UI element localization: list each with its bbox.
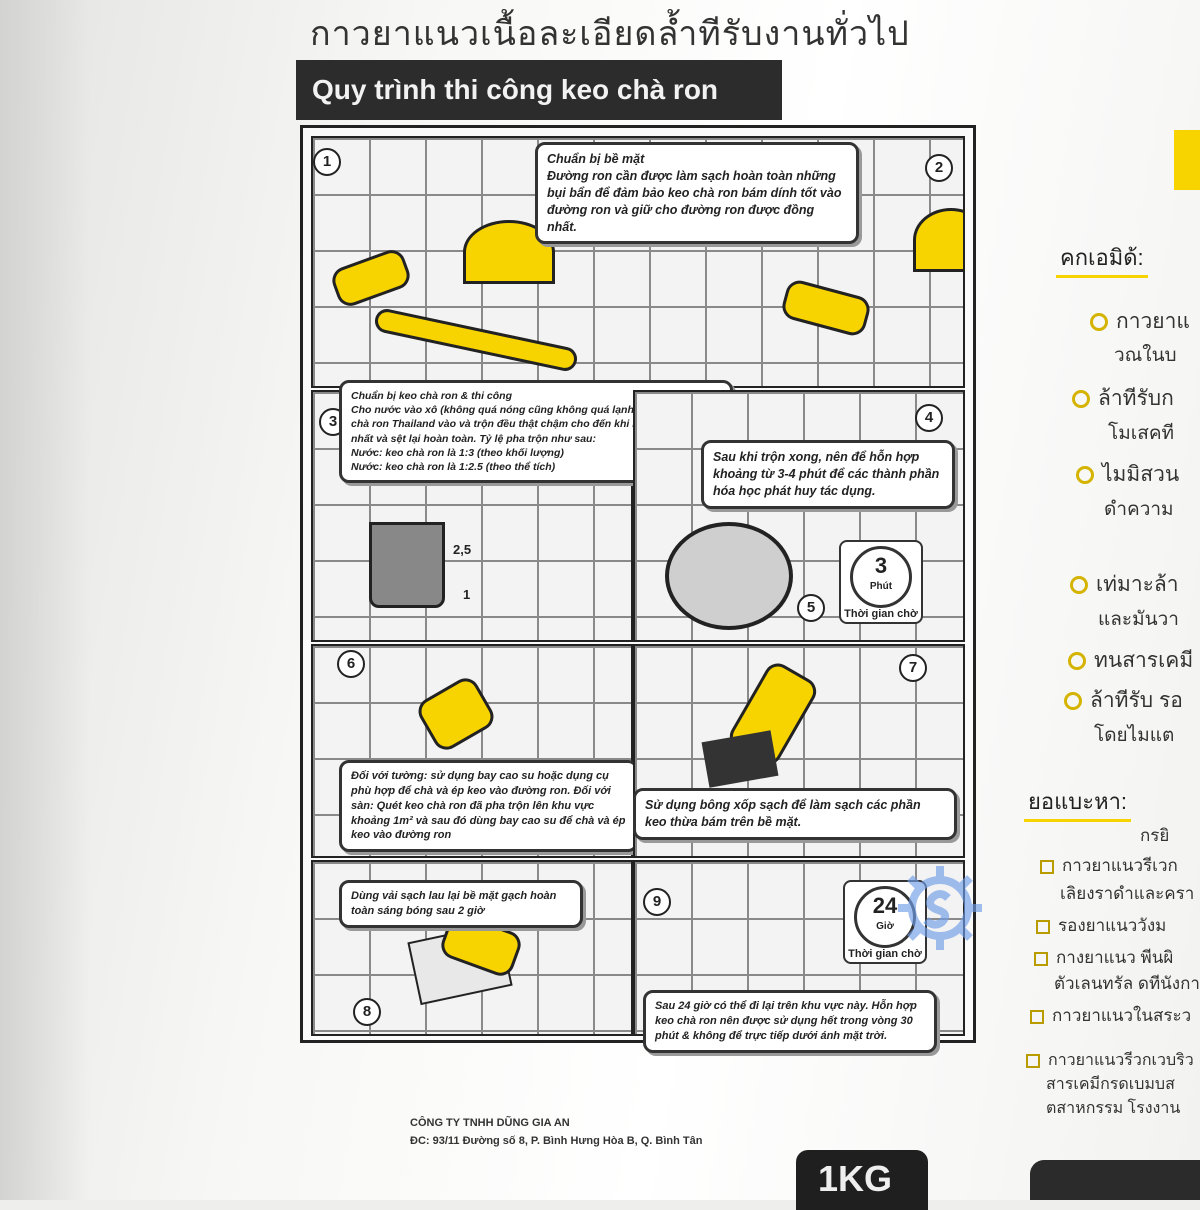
application-1-text: กาวยาแนวรีเวก [1062, 856, 1178, 875]
step-7-text: Sử dụng bông xốp sạch để làm sạch các ph… [645, 798, 921, 829]
feature-4-cont: และมันวา [1098, 609, 1179, 630]
bullet-icon [1090, 313, 1108, 332]
feature-3: ไมมิสวน [1076, 458, 1179, 491]
clock-value-24: 24 [872, 893, 898, 918]
application-1: กาวยาแนวรีเวก [1040, 852, 1178, 879]
mixing-bucket-top [665, 522, 793, 630]
feature-1: กาวยาแ [1090, 305, 1190, 338]
applications-subheading: กรยิ [1140, 826, 1170, 845]
step-number-9: 9 [643, 888, 671, 916]
side-accent-block [1174, 130, 1200, 190]
bullet-icon [1064, 692, 1082, 711]
step-4-text: Sau khi trộn xong, nên để hỗn hợp khoảng… [713, 450, 940, 498]
feature-5: ทนสารเคมี [1068, 644, 1193, 677]
clock-dial-3: 3 Phút [850, 546, 912, 608]
step-number-2: 2 [925, 154, 953, 182]
step-9-bubble: Sau 24 giờ có thể đi lại trên khu vực nà… [643, 990, 937, 1053]
step-1-bubble: Chuẩn bị bề mặt Đường ron cần được làm s… [535, 142, 859, 245]
feature-6-text: ล้าทีรับ รอ [1090, 689, 1183, 712]
instruction-grid: 1 2 Chuẩn bị bề mặt Đường ron cần được l… [300, 125, 976, 1053]
step-number-8: 8 [353, 998, 381, 1026]
feature-1-text: กาวยาแ [1116, 310, 1190, 333]
step-number-5: 5 [797, 594, 825, 622]
step-8-bubble: Dùng vải sạch lau lại bề mặt gạch hoàn t… [339, 880, 583, 928]
bullet-square-icon [1036, 919, 1050, 934]
wait-timer-3min: 3 Phút Thời gian chờ [839, 540, 923, 624]
feature-1-cont: วณในบ [1114, 345, 1177, 366]
feature-6: ล้าทีรับ รอ [1064, 684, 1183, 717]
features-heading: คกเอมิด้: [1056, 240, 1148, 278]
feature-4-text: เท่มาะล้า [1096, 573, 1179, 596]
step-number-7: 7 [899, 654, 927, 682]
bucket-mark-bottom: 1 [463, 587, 471, 602]
step-9-text: Sau 24 giờ có thể đi lại trên khu vực nà… [655, 1000, 917, 1042]
step-number-4: 4 [915, 404, 943, 432]
banner-label: Quy trình thi công keo chà ron [312, 74, 719, 105]
clock-value-3: 3 [874, 553, 888, 578]
step-4-bubble: Sau khi trộn xong, nên để hỗn hợp khoảng… [701, 440, 955, 509]
feature-3-cont: ดำความ [1104, 499, 1174, 520]
application-2-text: รองยาแนววังม [1058, 916, 1167, 935]
application-5-text: กาวยาแนวรีวกเวบริว [1048, 1052, 1194, 1069]
bag-fold-shadow [0, 0, 90, 1200]
bucket-mark-top: 2,5 [453, 542, 472, 557]
weight-label: 1KG [818, 1158, 893, 1199]
application-5-cont-2: ตสาหกรรม โรงงาน [1046, 1100, 1181, 1117]
application-1-cont: เลิยงราดำและครา [1060, 884, 1195, 903]
application-2: รองยาแนววังม [1036, 912, 1166, 939]
step-1-title: Chuẩn bị bề mặt [547, 152, 645, 166]
feature-2-text: ล้าทีรับก [1098, 387, 1174, 410]
clock-caption-24: Thời gian chờ [848, 948, 922, 960]
bullet-square-icon [1030, 1009, 1044, 1024]
company-name: CÔNG TY TNHH DŨNG GIA AN [410, 1117, 570, 1129]
bullet-square-icon [1026, 1053, 1040, 1068]
gear-logo-watermark-icon [898, 866, 982, 950]
feature-2: ล้าทีรับก [1072, 382, 1174, 415]
feature-6-cont: โดยไมแต [1094, 725, 1175, 746]
thai-title: กาวยาแนวเนื้อละเอียดล้ำทีรับงานทั่วไป [310, 15, 910, 53]
bullet-icon [1068, 652, 1086, 671]
step-number-1: 1 [313, 148, 341, 176]
application-3-cont: ตัวเลนทรัล ดทีนังกา [1054, 974, 1200, 993]
applications-heading: ยอแบะหา: [1024, 784, 1132, 822]
step-3-title: Chuẩn bị keo chà ron & thi công [351, 390, 513, 402]
company-address: ĐC: 93/11 Đường số 8, P. Bình Hưng Hòa B… [410, 1134, 703, 1147]
feature-3-text: ไมมิสวน [1102, 463, 1180, 486]
worker-helmet-2 [913, 208, 963, 272]
clock-unit-24: Giờ [876, 921, 894, 932]
feature-5-text: ทนสารเคมี [1094, 649, 1194, 672]
application-3: กางยาแนว พีนผิ [1034, 944, 1173, 971]
bullet-square-icon [1040, 859, 1054, 874]
step-1-text: Đường ron cần được làm sạch hoàn toàn nh… [547, 168, 842, 234]
step-6-bubble: Đối với tường: sử dụng bay cao su hoặc d… [339, 760, 638, 853]
bullet-icon [1072, 390, 1090, 409]
application-4: กาวยาแนวในสระว [1030, 1002, 1191, 1029]
application-3-text: กางยาแนว พีนผิ [1056, 948, 1174, 967]
weight-badge: 1KG [796, 1150, 928, 1210]
step-8-text: Dùng vải sạch lau lại bề mặt gạch hoàn t… [351, 890, 557, 917]
instructions-banner: Quy trình thi công keo chà ron [296, 60, 782, 120]
step-3-text: Cho nước vào xô (không quá nóng cũng khô… [351, 404, 714, 445]
clock-unit-3: Phút [869, 581, 893, 592]
bullet-icon [1076, 466, 1094, 485]
step-3-ratio-1: Nước: keo chà ron là 1:3 (theo khối lượn… [351, 446, 564, 459]
step-3-ratio-2: Nước: keo chà ron là 1:2.5 (theo thể tíc… [351, 460, 556, 473]
step-number-6: 6 [337, 650, 365, 678]
bucket-illustration [369, 522, 445, 608]
step-6-text: Đối với tường: sử dụng bay cao su hoặc d… [351, 770, 626, 842]
application-5: กาวยาแนวรีวกเวบริว [1026, 1048, 1194, 1073]
bottom-corner-band [1030, 1160, 1200, 1200]
company-info: CÔNG TY TNHH DŨNG GIA AN ĐC: 93/11 Đường… [410, 1115, 702, 1150]
clock-caption-3: Thời gian chờ [844, 608, 918, 620]
application-5-cont: สารเคมีกรดเบมบส [1046, 1076, 1175, 1093]
bullet-square-icon [1034, 951, 1048, 966]
bullet-icon [1070, 576, 1088, 595]
application-4-text: กาวยาแนวในสระว [1052, 1006, 1192, 1025]
feature-2-cont: โมเสคที [1108, 423, 1175, 444]
feature-4: เท่มาะล้า [1070, 568, 1179, 601]
step-7-bubble: Sử dụng bông xốp sạch để làm sạch các ph… [633, 788, 957, 840]
